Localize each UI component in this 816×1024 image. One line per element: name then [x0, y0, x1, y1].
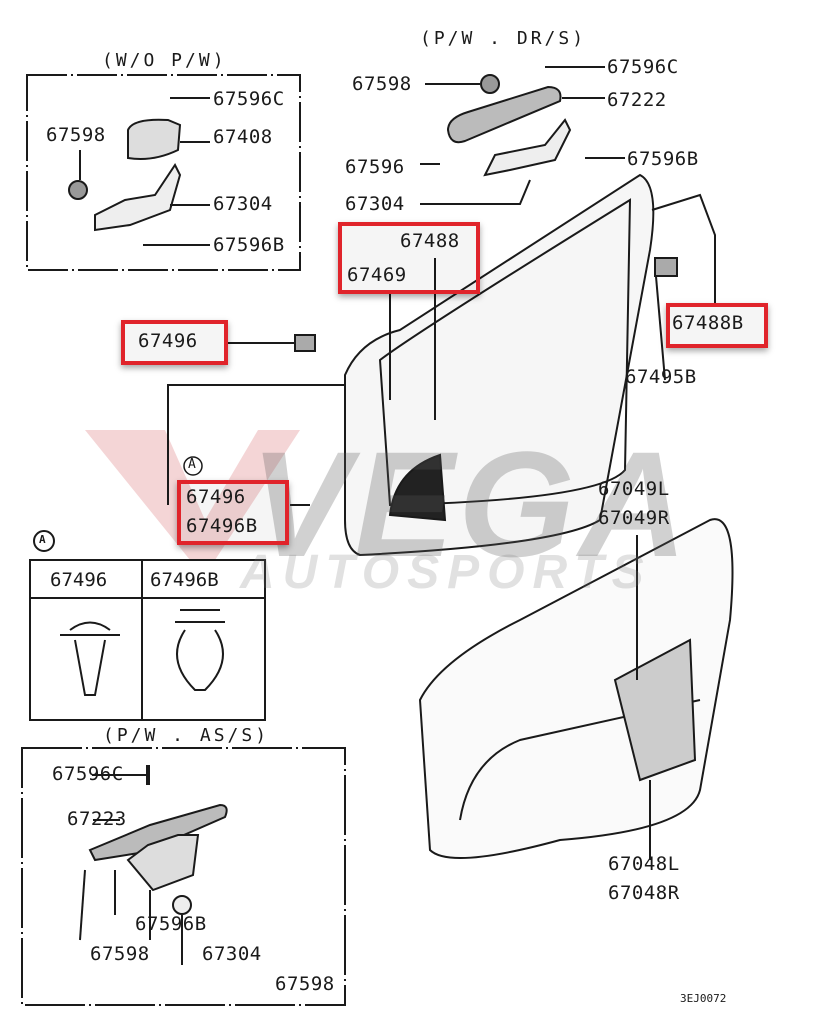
- label-67488b: 67488B: [672, 312, 744, 334]
- as-s-box: [21, 747, 346, 1006]
- label-67223: 67223: [67, 808, 127, 830]
- label-67408: 67408: [213, 126, 273, 148]
- clip-table: [29, 559, 266, 721]
- label-67596b: 67596B: [213, 234, 285, 256]
- watermark-v-logo: [85, 430, 300, 560]
- label-67598: 67598: [46, 124, 106, 146]
- header-pw-dr-s: (P/W . DR/S): [420, 28, 587, 49]
- label-67596c: 67596C: [213, 88, 285, 110]
- label-67222: 67222: [607, 89, 667, 111]
- highlight-67488-67469: [338, 222, 480, 294]
- label-67496b: 67496B: [186, 515, 258, 537]
- wo-pw-box: [26, 74, 301, 271]
- highlight-67488b: [666, 303, 768, 348]
- speaker-grille: [388, 453, 447, 522]
- header-pw-as-s: (P/W . AS/S): [103, 725, 270, 746]
- label-67469: 67469: [347, 264, 407, 286]
- label-67598: 67598: [275, 973, 335, 995]
- highlight-67496: [121, 320, 228, 365]
- door-trim-upper: [344, 173, 655, 557]
- label-67488: 67488: [400, 230, 460, 252]
- highlight-67496-67496b: [177, 480, 289, 545]
- table-header-67496: 67496: [50, 569, 108, 591]
- label-67049r: 67049R: [598, 507, 670, 529]
- label-67598: 67598: [90, 943, 150, 965]
- label-67496: 67496: [138, 330, 198, 352]
- label-67048r: 67048R: [608, 882, 680, 904]
- label-67304: 67304: [202, 943, 262, 965]
- bracket-67304: [94, 163, 182, 232]
- armrest: [613, 638, 697, 782]
- label-67596c: 67596C: [52, 763, 124, 785]
- knob-67408: [127, 118, 182, 160]
- clip-67496b-drawing: [175, 609, 225, 691]
- watermark-autosports: AUTOSPORTS: [240, 546, 652, 599]
- clip-67496-drawing: [60, 621, 120, 696]
- label-67495b: 67495B: [625, 366, 697, 388]
- label-67596c: 67596C: [607, 56, 679, 78]
- switch-67222: [446, 85, 562, 144]
- label-67049l: 67049L: [598, 478, 670, 500]
- label-67596b: 67596B: [627, 148, 699, 170]
- cap-67598: [68, 180, 88, 200]
- label-67596b: 67596B: [135, 913, 207, 935]
- label-67304: 67304: [345, 193, 405, 215]
- watermark-vega: VEGA: [250, 420, 692, 588]
- header-wo-pw: (W/O P/W): [102, 50, 227, 71]
- label-67596: 67596: [345, 156, 405, 178]
- diagram-code: 3EJ0072: [680, 992, 727, 1005]
- label-67304: 67304: [213, 193, 273, 215]
- table-marker-a: A: [39, 533, 47, 546]
- label-67496: 67496: [186, 486, 246, 508]
- label-67598: 67598: [352, 73, 412, 95]
- callout-a: A: [188, 457, 197, 472]
- table-header-67496b: 67496B: [150, 569, 219, 591]
- label-67048l: 67048L: [608, 853, 680, 875]
